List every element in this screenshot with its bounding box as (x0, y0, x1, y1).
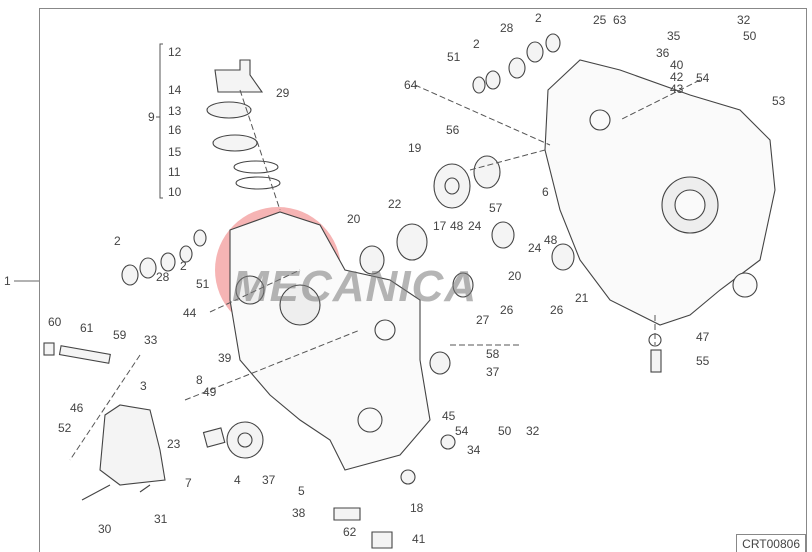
callout-number: 57 (489, 201, 503, 215)
callout-number: 61 (80, 321, 94, 335)
callout-number: 51 (447, 50, 461, 64)
callout-number: 50 (743, 29, 757, 43)
callout-number: 64 (404, 78, 418, 92)
callout-number: 62 (343, 525, 357, 539)
callout-number: 24 (468, 219, 482, 233)
callout-number: 42 (670, 70, 684, 84)
callout-number: 41 (412, 532, 426, 546)
group-bracket (156, 43, 163, 199)
callout-number: 45 (442, 409, 456, 423)
callout-number: 7 (185, 476, 192, 490)
callout-number: 32 (526, 424, 540, 438)
callout-number: 5 (298, 484, 305, 498)
callout-number: 8 (196, 373, 203, 387)
assembly-axis-lines (69, 79, 701, 461)
callout-number: 43 (670, 82, 684, 96)
callout-number: 36 (656, 46, 670, 60)
callout-number: 18 (410, 501, 424, 515)
callout-number: 23 (167, 437, 181, 451)
callout-number: 14 (168, 83, 182, 97)
diagram-code: CRT00806 (736, 534, 806, 552)
callout-number: 34 (467, 443, 481, 457)
callout-number: 6 (542, 185, 549, 199)
callout-number: 31 (154, 512, 168, 526)
diagram-frame (39, 8, 807, 552)
callout-number: 48 (544, 233, 558, 247)
callout-number: 51 (196, 277, 210, 291)
right-crankcase-half (544, 59, 776, 326)
callout-number: 48 (450, 219, 464, 233)
callout-number: 49 (203, 385, 217, 399)
callout-number: 4 (234, 473, 241, 487)
left-crankcase-half (229, 211, 431, 471)
callout-number: 15 (168, 145, 182, 159)
callout-number: 9 (148, 110, 155, 124)
callout-number: 28 (156, 270, 170, 284)
callout-number: 38 (292, 506, 306, 520)
callout-number: 27 (476, 313, 490, 327)
callout-number: 12 (168, 45, 182, 59)
callout-number: 60 (48, 315, 62, 329)
callout-number: 2 (473, 37, 480, 51)
callout-number: 25 (593, 13, 607, 27)
callout-number: 13 (168, 104, 182, 118)
callout-number: 21 (575, 291, 589, 305)
callout-number: 2 (180, 259, 187, 273)
bearings-and-seals (121, 33, 575, 375)
callout-number: 46 (70, 401, 84, 415)
callout-number: 3 (140, 379, 147, 393)
callout-number: 26 (550, 303, 564, 317)
callout-number: 52 (58, 421, 72, 435)
callout-number: 17 (433, 219, 447, 233)
oil-pump-and-hardware (43, 333, 662, 549)
assembly-label: 1 (4, 274, 11, 288)
callout-number: 33 (144, 333, 158, 347)
callout-number: 29 (276, 86, 290, 100)
callout-number: 58 (486, 347, 500, 361)
callout-number: 2 (535, 11, 542, 25)
callout-number: 20 (508, 269, 522, 283)
callout-number: 20 (347, 212, 361, 226)
callout-number: 56 (446, 123, 460, 137)
callout-number: 24 (528, 241, 542, 255)
callout-number: 50 (498, 424, 512, 438)
callout-number: 22 (388, 197, 402, 211)
callout-number: 2 (114, 234, 121, 248)
watermark-text: MECANICA (232, 262, 478, 311)
callout-number: 10 (168, 185, 182, 199)
callout-number: 26 (500, 303, 514, 317)
callout-number: 47 (696, 330, 710, 344)
callout-number: 35 (667, 29, 681, 43)
callout-number: 16 (168, 123, 182, 137)
callout-number: 40 (670, 58, 684, 72)
callout-number: 53 (772, 94, 786, 108)
callout-number: 59 (113, 328, 127, 342)
callout-number: 55 (696, 354, 710, 368)
callout-number: 39 (218, 351, 232, 365)
callout-number: 63 (613, 13, 627, 27)
callout-number: 32 (737, 13, 751, 27)
callout-number: 37 (262, 473, 276, 487)
callout-number: 19 (408, 141, 422, 155)
callout-number: 28 (500, 21, 514, 35)
callout-number: 54 (696, 71, 710, 85)
callout-number: 54 (455, 424, 469, 438)
callout-number: 44 (183, 306, 197, 320)
callout-number: 30 (98, 522, 112, 536)
callout-number: 37 (486, 365, 500, 379)
callout-number: 11 (168, 165, 181, 179)
